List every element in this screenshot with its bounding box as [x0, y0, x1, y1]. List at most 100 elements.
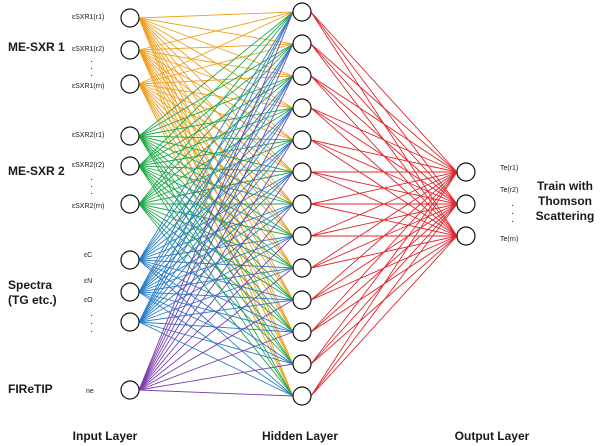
edge-input-hidden: [138, 49, 294, 109]
input-node-label: εO: [84, 297, 93, 304]
edge-input-hidden: [138, 139, 294, 391]
input-node: [120, 126, 140, 146]
side-label-line-2: Thomson: [538, 194, 592, 208]
edge-input-hidden: [138, 43, 294, 205]
hidden-node: [292, 34, 312, 54]
ellipsis-sxr1-3: ·: [90, 70, 93, 81]
edge-hidden-output: [310, 171, 458, 301]
edge-input-hidden: [138, 171, 294, 323]
edge-input-hidden: [138, 11, 294, 323]
side-label-line-1: Train with: [537, 179, 593, 193]
output-node-label: Te(rn): [500, 236, 518, 243]
edge-input-hidden: [138, 49, 294, 141]
edge-input-hidden: [138, 49, 294, 269]
side-label-line-3: Scattering: [536, 209, 595, 223]
input-node: [120, 40, 140, 60]
edge-input-hidden: [138, 49, 294, 333]
edge-hidden-output: [310, 107, 458, 173]
edge-input-hidden: [138, 107, 294, 323]
group-label-spectra: Spectra: [8, 278, 52, 292]
input-node: [120, 312, 140, 332]
hidden-node: [292, 386, 312, 406]
edge-input-hidden: [138, 389, 294, 397]
ellipsis-output-3: ·: [511, 216, 514, 227]
edge-input-hidden: [138, 203, 294, 397]
edge-input-hidden: [138, 363, 294, 391]
edge-input-hidden: [138, 203, 294, 365]
edge-input-hidden: [138, 139, 294, 323]
group-label-me-sxr-1: ME-SXR 1: [8, 40, 65, 54]
input-node-label: εSXR1(r1): [72, 14, 104, 21]
edge-input-hidden: [138, 75, 294, 293]
edge-input-hidden: [138, 171, 294, 391]
edge-input-hidden: [138, 11, 294, 19]
edge-input-hidden: [138, 235, 294, 323]
edge-input-hidden: [138, 83, 294, 397]
edge-input-hidden: [138, 83, 294, 333]
edge-input-hidden: [138, 135, 294, 173]
edge-input-hidden: [138, 299, 294, 323]
hidden-node: [292, 98, 312, 118]
edge-input-hidden: [138, 43, 294, 391]
edge-input-hidden: [138, 235, 294, 293]
edge-input-hidden: [138, 11, 294, 261]
output-node: [456, 194, 476, 214]
edge-input-hidden: [138, 135, 294, 237]
edge-input-hidden: [138, 291, 294, 365]
edge-input-hidden: [138, 107, 294, 205]
edge-hidden-output: [310, 171, 458, 237]
ellipsis-sxr1-1: ·: [90, 56, 93, 67]
edge-input-hidden: [138, 11, 294, 167]
hidden-node: [292, 194, 312, 214]
output-node-label: Te(r1): [500, 165, 518, 172]
ellipsis-output-2: ·: [511, 208, 514, 219]
ellipsis-sxr2-2: ·: [90, 181, 93, 192]
input-node: [120, 8, 140, 28]
edge-input-hidden: [138, 299, 294, 391]
edge-hidden-output: [310, 203, 458, 397]
edge-hidden-output: [310, 43, 458, 173]
input-node: [120, 380, 140, 400]
ellipsis-spectra-1: ·: [90, 310, 93, 321]
edge-input-hidden: [138, 203, 294, 391]
input-node: [120, 156, 140, 176]
edge-input-hidden: [138, 107, 294, 391]
edge-hidden-output: [310, 171, 458, 397]
edge-input-hidden: [138, 11, 294, 85]
edge-input-hidden: [138, 75, 294, 391]
input-node-label: εSXR2(rn): [72, 203, 104, 210]
hidden-node: [292, 354, 312, 374]
group-label-spectra-sub: (TG etc.): [8, 293, 57, 307]
ellipsis-sxr2-1: ·: [90, 174, 93, 185]
edge-input-hidden: [138, 267, 294, 293]
edge-input-hidden: [138, 83, 294, 173]
edge-input-hidden: [138, 49, 294, 301]
hidden-node: [292, 130, 312, 150]
ellipsis-sxr1-2: ·: [90, 63, 93, 74]
network-nodes: [120, 2, 476, 406]
edge-input-hidden: [138, 203, 294, 237]
edge-input-hidden: [138, 235, 294, 391]
edge-input-hidden: [138, 11, 294, 391]
ellipsis-spectra-2: ·: [90, 318, 93, 329]
edge-input-hidden: [138, 75, 294, 323]
connection-edges: [138, 11, 458, 397]
edge-input-hidden: [138, 83, 294, 365]
edge-input-hidden: [138, 11, 294, 205]
edge-input-hidden: [138, 11, 294, 51]
edge-input-hidden: [138, 267, 294, 391]
edge-input-hidden: [138, 49, 294, 77]
edge-input-hidden: [138, 291, 294, 333]
edge-input-hidden: [138, 139, 294, 205]
edge-hidden-output: [310, 171, 458, 365]
edge-input-hidden: [138, 83, 294, 109]
edge-input-hidden: [138, 203, 294, 293]
input-layer-title: Input Layer: [73, 429, 138, 443]
edge-input-hidden: [138, 43, 294, 85]
edge-input-hidden: [138, 83, 294, 301]
edge-hidden-output: [310, 171, 458, 333]
edge-input-hidden: [138, 11, 294, 293]
edge-input-hidden: [138, 321, 294, 365]
output-node-label: Te(r2): [500, 187, 518, 194]
edge-input-hidden: [138, 171, 294, 205]
